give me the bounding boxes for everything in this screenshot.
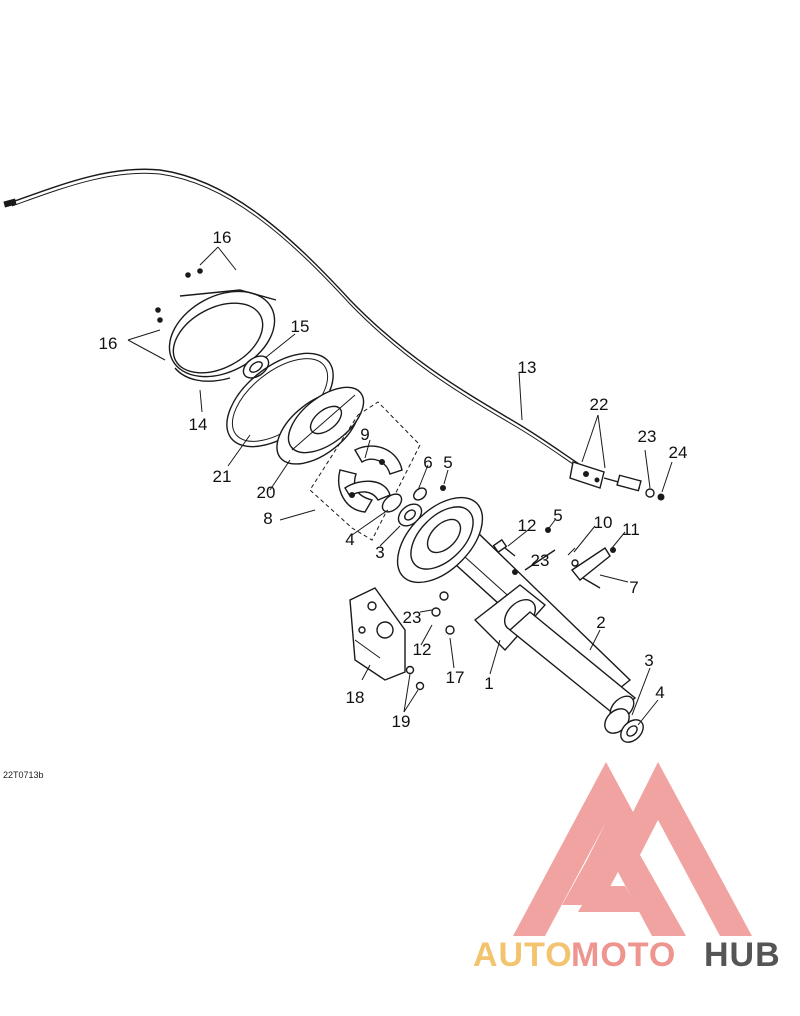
oil-seal xyxy=(242,355,270,379)
automotohub-logo xyxy=(513,762,752,936)
brand-wordmark: AUTO MOTO HUB xyxy=(473,936,781,974)
brand-part-moto: MOTO xyxy=(571,936,676,974)
callout-20: 20 xyxy=(257,483,276,502)
callout-7: 7 xyxy=(629,578,638,597)
callout-21: 21 xyxy=(213,467,232,486)
callout-16-left: 16 xyxy=(99,334,118,353)
callout-5-right: 5 xyxy=(553,506,562,525)
brand-part-hub: HUB xyxy=(704,936,781,974)
backing-plate xyxy=(168,289,277,382)
callout-23-top: 23 xyxy=(638,427,657,446)
callout-12-right: 12 xyxy=(518,516,537,535)
callout-9: 9 xyxy=(360,425,369,444)
callout-4-left: 4 xyxy=(345,530,354,549)
callout-1: 1 xyxy=(484,674,493,693)
callout-14: 14 xyxy=(189,415,208,434)
callout-4-right: 4 xyxy=(655,683,664,702)
callout-22: 22 xyxy=(590,395,609,414)
callout-19: 19 xyxy=(392,712,411,731)
callout-5-left: 5 xyxy=(443,453,452,472)
brake-drum xyxy=(276,386,365,465)
callout-8: 8 xyxy=(263,509,272,528)
callout-16-top: 16 xyxy=(213,228,232,247)
brand-part-auto: AUTO xyxy=(473,936,573,974)
brake-shoe-assembly xyxy=(309,401,421,541)
brake-cable xyxy=(3,168,665,501)
callout-23-mid: 23 xyxy=(531,551,550,570)
callout-17: 17 xyxy=(446,668,465,687)
bearing-set-front xyxy=(381,485,446,527)
axle-housing xyxy=(396,496,637,721)
bearing-set-rear xyxy=(604,708,644,743)
callout-10: 10 xyxy=(594,513,613,532)
callout-11: 11 xyxy=(622,520,640,539)
callout-2: 2 xyxy=(596,613,605,632)
callout-24: 24 xyxy=(669,443,688,462)
callout-13: 13 xyxy=(518,358,537,377)
leader-lines xyxy=(199,333,673,726)
mounting-bracket xyxy=(349,587,425,691)
callout-18: 18 xyxy=(346,688,365,707)
brake-lever xyxy=(545,527,616,589)
callout-15: 15 xyxy=(291,317,310,336)
callout-3-left: 3 xyxy=(375,543,384,562)
screws-16 xyxy=(127,246,237,361)
callout-12-bottom: 12 xyxy=(413,640,432,659)
callout-23-bottom: 23 xyxy=(403,608,422,627)
callout-labels: 16 16 15 14 21 20 8 9 6 5 4 3 13 22 23 2… xyxy=(99,228,688,731)
bolts xyxy=(431,538,516,635)
drawing-code: 22T0713b xyxy=(3,770,44,780)
callout-6: 6 xyxy=(423,453,432,472)
callout-3-right: 3 xyxy=(644,651,653,670)
